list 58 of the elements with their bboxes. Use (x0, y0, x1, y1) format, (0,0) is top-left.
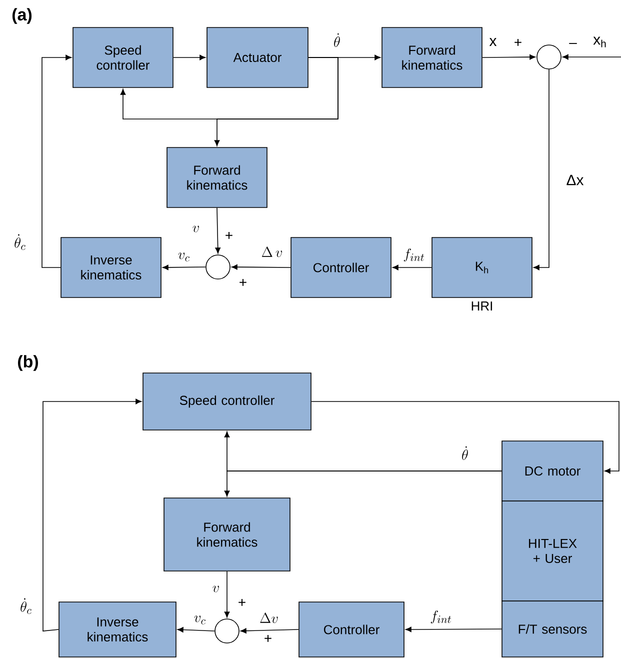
sign: + (238, 598, 246, 606)
block-caption: HRI (472, 302, 492, 310)
edge-label: $v$ (211, 584, 221, 594)
sign: + (264, 634, 272, 642)
edge-label: $v_c$ (176, 252, 192, 262)
summing-junction (536, 44, 562, 70)
block-box: Forward kinematics (382, 27, 482, 88)
block-box: Actuator (206, 27, 308, 88)
arrow (562, 54, 621, 60)
arrow (405, 626, 502, 632)
edge-label: $\Delta\, v$ (260, 246, 284, 258)
arrow (224, 571, 230, 618)
block-box: F/T sensors (502, 600, 604, 658)
block-box: Forward kinematics (166, 147, 268, 208)
edge-label: $f_{int}$ (402, 248, 426, 262)
edge-label: Δx (565, 174, 585, 186)
arrow (173, 54, 206, 60)
block-box: Speed controller (142, 372, 312, 430)
edge-label: $v$ (191, 224, 201, 234)
block-box: Speed controller (72, 27, 174, 88)
summing-junction (214, 618, 240, 644)
edge-label: $\dot{\theta}_c$ (19, 597, 33, 615)
block-box: Inverse kinematics (58, 602, 176, 658)
arrow (42, 398, 142, 632)
edge-label: $\dot{\theta}_c$ (13, 233, 27, 251)
block-box: Inverse kinematics (60, 237, 162, 298)
edge-label: x (488, 37, 498, 47)
arrow (162, 264, 206, 270)
sign: + (240, 278, 246, 286)
edge-label: $\Delta v$ (258, 612, 280, 624)
edge-label: x$_{h}$ (592, 36, 608, 48)
arrow (224, 470, 502, 497)
arrow (214, 57, 338, 146)
edge-label: $\dot{\theta}$ (332, 32, 342, 48)
sign: + (514, 38, 522, 46)
panel-label: (a) (12, 8, 32, 24)
block-box: Controller (298, 602, 404, 658)
block-box: K$_{h}$ (432, 237, 532, 298)
arrow (231, 264, 291, 270)
sign: + (226, 232, 232, 239)
arrow (177, 627, 215, 632)
block-box: Forward kinematics (164, 498, 290, 572)
edge-label: $f_{int}$ (429, 610, 453, 624)
arrow (533, 69, 550, 270)
edge-label: $v_c$ (192, 614, 208, 626)
sign: – (569, 43, 577, 44)
arrow (311, 401, 620, 474)
arrow (42, 54, 72, 268)
panel-label: (b) (18, 355, 38, 371)
edge-label: $\dot{\theta}$ (460, 445, 470, 461)
block-box: HIT-LEX + User (502, 500, 604, 602)
arrow (482, 54, 536, 60)
arrow (215, 208, 221, 254)
block-box: Controller (290, 237, 392, 298)
arrow (240, 628, 299, 634)
summing-junction (206, 254, 230, 280)
arrow (392, 264, 432, 270)
block-box: DC motor (502, 440, 604, 502)
